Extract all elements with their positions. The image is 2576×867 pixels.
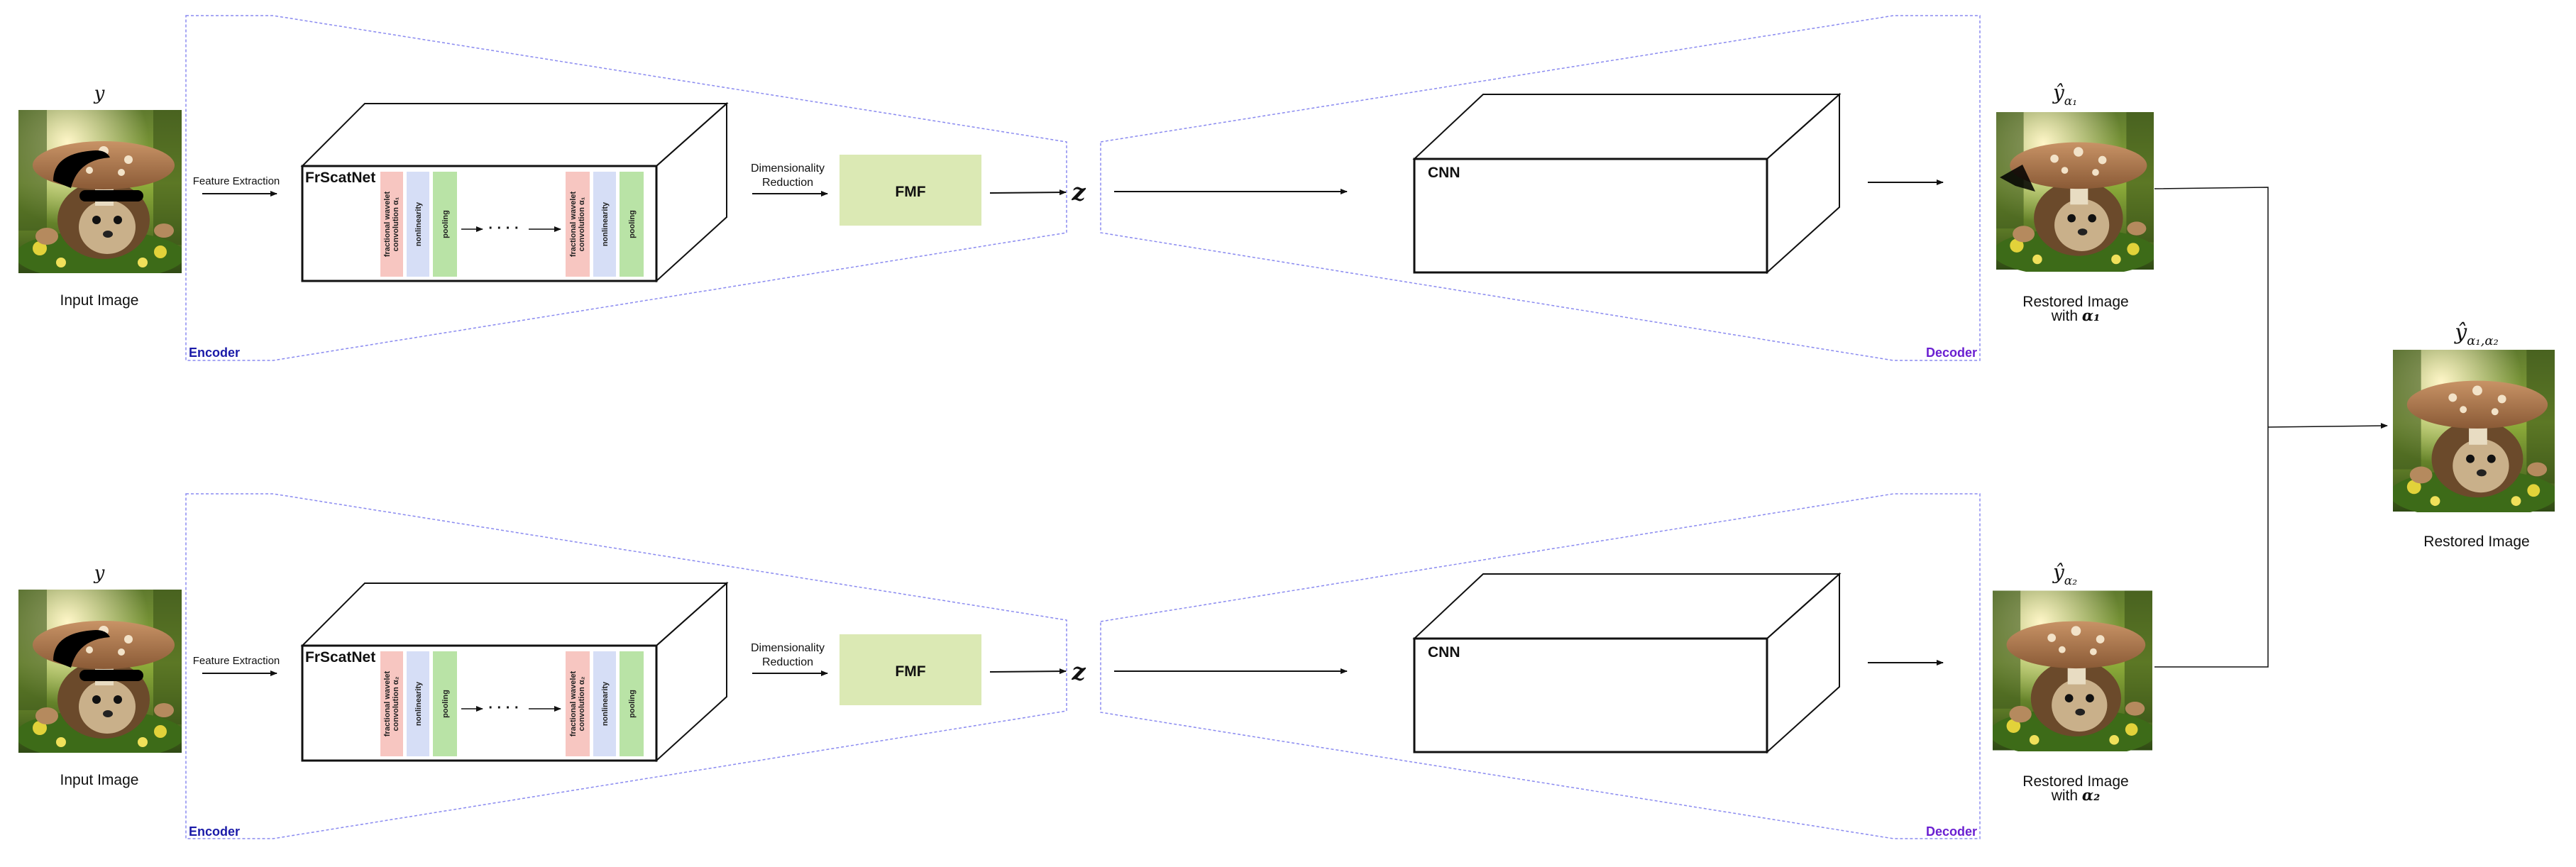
arrow-fusion xyxy=(2267,423,2388,429)
decoder-outline xyxy=(1100,15,1981,361)
cnn-box xyxy=(1412,92,1842,275)
dim-reduction-line1: Dimensionality xyxy=(751,162,825,175)
output-symbol: ŷα₁ xyxy=(2052,81,2077,109)
cnn-box xyxy=(1412,572,1842,754)
input-label: Input Image xyxy=(60,772,139,788)
arrow-fmf xyxy=(989,189,1067,196)
pool-b-text: pooling xyxy=(628,690,637,718)
final-label: Restored Image xyxy=(2423,534,2529,550)
output-label-line1: Restored Image xyxy=(2022,294,2128,310)
conv-layer-b xyxy=(566,172,590,277)
fmf-label: FMF xyxy=(895,663,925,680)
conv-a-line1: fractional wavelet xyxy=(383,192,392,258)
input-symbol: y xyxy=(94,83,105,104)
nonlin-a-text: nonlinearity xyxy=(414,201,423,246)
restored-image-2 xyxy=(1993,590,2152,751)
pool-a-text: pooling xyxy=(441,210,450,238)
ellipsis-dots: · · · · xyxy=(488,221,519,236)
decoder-label: Decoder xyxy=(1926,824,1977,839)
arrow-fmf xyxy=(989,668,1067,675)
cnn-label: CNN xyxy=(1428,165,1460,181)
conv-a-line2: convolution α₁ xyxy=(392,197,400,251)
mask-stroke-icon xyxy=(53,150,110,188)
final-symbol: ŷα₁,α₂ xyxy=(2453,320,2498,348)
fmf-box xyxy=(840,155,981,226)
conv-b-line1: fractional wavelet xyxy=(569,192,578,258)
conv-layer-b xyxy=(566,651,590,756)
input-image-2 xyxy=(18,590,182,753)
conv-b-line1: fractional wavelet xyxy=(569,671,578,737)
conv-a-line2: convolution α₂ xyxy=(392,676,400,731)
encoder-outline xyxy=(185,493,1067,839)
pipeline-2: y Input Image Feature Extraction Encoder… xyxy=(18,493,2152,839)
output-label-line2: with α₂ xyxy=(2051,786,2101,804)
latent-symbol: z xyxy=(1071,658,1086,686)
pooling-layer-b xyxy=(620,651,644,756)
decoder-outline xyxy=(1100,493,1981,839)
output-label-line2: with α₁ xyxy=(2051,307,2101,324)
hedgehog-image-icon xyxy=(1996,112,2154,272)
conv-b-line2: convolution α₁ xyxy=(578,197,586,251)
artifact-shape-icon xyxy=(2000,165,2035,192)
pool-b-text: pooling xyxy=(628,210,637,238)
mask-stroke-icon-2 xyxy=(79,670,143,681)
fmf-box xyxy=(840,634,981,705)
dim-reduction-line2: Reduction xyxy=(762,656,813,668)
fusion-bracket xyxy=(2154,187,2269,668)
hedgehog-image-icon xyxy=(2393,350,2555,512)
mask-stroke-icon-2 xyxy=(79,190,143,201)
nonlinearity-layer-a xyxy=(407,172,429,277)
mask-stroke-icon xyxy=(53,630,110,668)
nonlinearity-layer-b xyxy=(593,172,616,277)
ellipsis-dots: · · · · xyxy=(488,700,519,716)
conv-layer-a xyxy=(380,172,403,277)
frscatnet-box xyxy=(300,581,729,763)
encoder-outline xyxy=(185,15,1067,361)
nonlin-a-text: nonlinearity xyxy=(414,681,423,726)
dim-reduction-line2: Reduction xyxy=(762,177,813,189)
conv-a-line1: fractional wavelet xyxy=(383,671,392,737)
cnn-label: CNN xyxy=(1428,644,1460,661)
feature-extraction-label: Feature Extraction xyxy=(193,175,280,187)
encoder-label: Encoder xyxy=(189,346,240,360)
conv-layer-a xyxy=(380,651,403,756)
dim-reduction-line1: Dimensionality xyxy=(751,642,825,654)
input-image-1 xyxy=(18,110,182,273)
pool-a-text: pooling xyxy=(441,690,450,718)
frscatnet-box xyxy=(300,101,729,283)
feature-extraction-label: Feature Extraction xyxy=(193,655,280,667)
frscatnet-label: FrScatNet xyxy=(305,649,375,666)
fusion: ŷα₁,α₂ Restored Image xyxy=(2154,187,2555,668)
conv-b-line2: convolution α₂ xyxy=(578,676,586,731)
restored-image-1 xyxy=(1996,112,2154,272)
pooling-layer-b xyxy=(620,172,644,277)
output-label-line1: Restored Image xyxy=(2022,773,2128,790)
hedgehog-image-icon xyxy=(1993,590,2152,751)
output-symbol: ŷα₂ xyxy=(2052,560,2077,588)
pooling-layer-a xyxy=(433,651,457,756)
fmf-label: FMF xyxy=(895,184,925,200)
input-symbol: y xyxy=(94,563,105,584)
nonlin-b-text: nonlinearity xyxy=(601,201,610,246)
pipeline-1: y Input Image Feature Extraction Encoder… xyxy=(18,15,2154,361)
frscatnet-label: FrScatNet xyxy=(305,170,375,186)
nonlinearity-layer-b xyxy=(593,651,616,756)
nonlinearity-layer-a xyxy=(407,651,429,756)
pooling-layer-a xyxy=(433,172,457,277)
decoder-label: Decoder xyxy=(1926,346,1977,360)
latent-symbol: z xyxy=(1071,178,1086,206)
nonlin-b-text: nonlinearity xyxy=(601,681,610,726)
encoder-label: Encoder xyxy=(189,824,240,839)
input-label: Input Image xyxy=(60,292,139,309)
